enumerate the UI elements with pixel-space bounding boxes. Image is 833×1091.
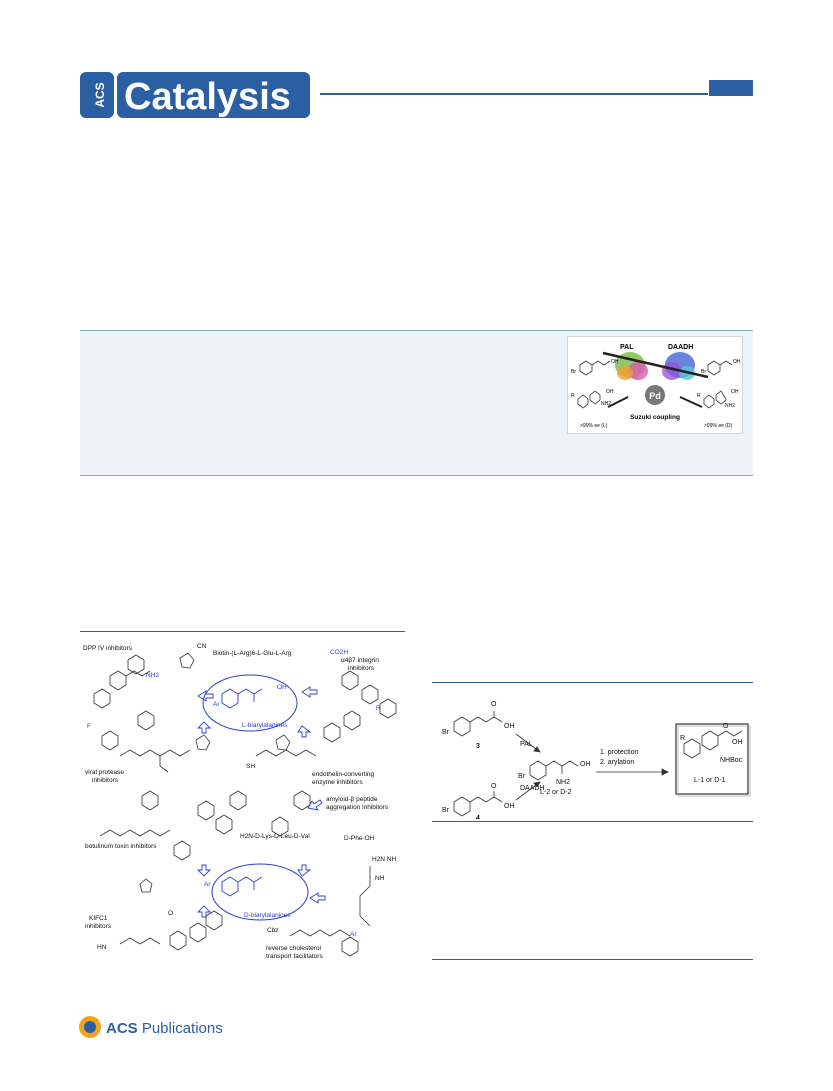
journal-logo: ACS Catalysis — [80, 72, 310, 118]
fig1-r-label: R — [376, 705, 381, 712]
toc-nh2-2: NH2 — [725, 403, 735, 409]
daadh-label: DAADH — [668, 344, 693, 351]
scheme1-oh-3: OH — [504, 723, 515, 730]
fig1-biotin-label: Biotin-(L-Arg)6-L-Glu-L-Arg — [213, 650, 292, 657]
fig1-viral-label-2: inhibitors — [92, 777, 119, 784]
fig1-f-label: F — [87, 723, 91, 730]
pd-sphere — [645, 385, 665, 405]
scheme1-cmp-1: L-1 or D-1 — [694, 777, 726, 784]
fig1-endo-label-1: endothelin-converting — [312, 771, 375, 778]
header-box — [709, 80, 753, 96]
scheme1-daadh-label: DAADH — [520, 785, 545, 792]
figure1-top-rule — [80, 631, 405, 632]
scheme1-graphic: Br Br Br 3 4 OH OH OH OH PAL DAADH NH2 L… — [442, 701, 751, 819]
figure1-graphic: DPP IV inhibitors Biotin-(L-Arg)6-L-Glu-… — [83, 643, 397, 960]
fig1-co2h-label: CO2H — [330, 649, 348, 656]
suzuki-label: Suzuki coupling — [630, 414, 680, 421]
fig1-peptide-label: H2N-D-Lys-D-Leu-D-Val — [240, 833, 310, 840]
acs-publications-logo: ACS Publications — [79, 1016, 223, 1038]
fig1-ar-label-2: Ar — [204, 881, 211, 888]
logo-journal-text: Catalysis — [124, 76, 291, 118]
fig1-d-biaryl-label: D-biarylalanines — [244, 912, 291, 919]
fig1-viral-label-1: viral protease — [85, 769, 124, 776]
toc-r-1: R — [571, 393, 575, 399]
scheme1-oh-4: OH — [504, 803, 515, 810]
fig1-oh-label: OH — [277, 684, 287, 691]
publisher-bold: ACS — [106, 1020, 138, 1037]
fig1-integrin-label-1: α4β7 integrin — [341, 657, 379, 664]
fig1-endo-label-2: enzyme inhibitors — [312, 779, 363, 786]
fig1-kifc1-label-2: inhibitors — [85, 923, 112, 930]
fig1-o-label: O — [168, 910, 173, 917]
fig1-ar-label-3: Ar — [350, 931, 357, 938]
toc-oh-1: OH — [611, 359, 619, 365]
scheme1-br-4: Br — [442, 807, 450, 814]
logo-acs-text: ACS — [93, 82, 107, 107]
scheme1-br-2: Br — [518, 773, 526, 780]
svg-text:ACS Publications: ACS Publications — [106, 1020, 223, 1037]
toc-br-2: Br — [701, 369, 706, 375]
scheme1-r-label: R — [680, 735, 685, 742]
scheme1-o-2: O — [491, 783, 497, 790]
scheme1-o-1: O — [491, 701, 497, 708]
pd-label: Pd — [649, 391, 661, 401]
fig1-hn-label: HN — [97, 944, 107, 951]
scheme1-nh2-label: NH2 — [556, 779, 570, 786]
fig1-phe-label: D-Phe-OH — [344, 835, 375, 842]
fig1-dpp-label: DPP IV inhibitors — [83, 645, 133, 652]
fig1-amyloid-label-2: aggregation inhibitors — [326, 804, 389, 811]
fig1-kifc1-label-1: KIFC1 — [89, 915, 108, 922]
scheme1-step-2: 2. arylation — [600, 759, 634, 766]
scheme1-pal-label: PAL — [520, 741, 533, 748]
table1-bottom-rule — [432, 959, 753, 960]
fig1-integrin-label-2: inhibitors — [348, 665, 375, 672]
fig1-h2nnh-label: H2N NH — [372, 856, 397, 863]
fig1-amyloid-label-1: amyloid-β peptide — [326, 796, 378, 803]
toc-ee-d: >99% ee (D) — [704, 423, 733, 429]
publisher-rest: Publications — [138, 1020, 223, 1037]
toc-br-1: Br — [571, 369, 576, 375]
toc-oh-3: OH — [606, 389, 614, 395]
header-rule — [320, 93, 708, 95]
fig1-ar-label-1: Ar — [213, 701, 220, 708]
scheme1-step-1: 1. protection — [600, 749, 639, 756]
toc-oh-4: OH — [731, 389, 739, 395]
pal-label: PAL — [620, 344, 634, 351]
fig1-cn-label: CN — [197, 643, 207, 650]
fig1-nh-label: NH — [375, 875, 385, 882]
fig1-botulinum-label: botulinum toxin inhibitors — [85, 843, 157, 850]
fig1-sh-label: SH — [246, 763, 255, 770]
toc-graphic: Pd PAL DAADH Suzuki coupling Br OH Br OH… — [567, 336, 743, 434]
fig1-reverse-label-2: transport facilitators — [266, 953, 323, 960]
scheme1-cmp-2: L-2 or D-2 — [540, 789, 572, 796]
toc-nh2-1: NH2 — [601, 401, 611, 407]
fig1-reverse-label-1: reverse cholesterol — [266, 945, 321, 952]
scheme1-cmp-4: 4 — [476, 815, 480, 819]
scheme1-oh-1: OH — [732, 739, 743, 746]
fig1-nh2-label: NH2 — [146, 672, 159, 679]
scheme1-cmp-3: 3 — [476, 743, 480, 750]
toc-oh-2: OH — [733, 359, 741, 365]
scheme1-o-3: O — [723, 723, 729, 730]
scheme1-nhboc-label: NHBoc — [720, 757, 743, 764]
scheme1-oh-2: OH — [580, 761, 591, 768]
scheme1-br-3: Br — [442, 729, 450, 736]
toc-r-2: R — [697, 393, 701, 399]
toc-ee-l: >99% ee (L) — [580, 423, 608, 429]
fig1-l-biaryl-label: L-biarylalanines — [242, 722, 288, 729]
scheme1-bottom-rule — [432, 821, 753, 822]
scheme1-top-rule — [432, 682, 753, 683]
fig1-cbz-label: Cbz — [267, 927, 279, 934]
